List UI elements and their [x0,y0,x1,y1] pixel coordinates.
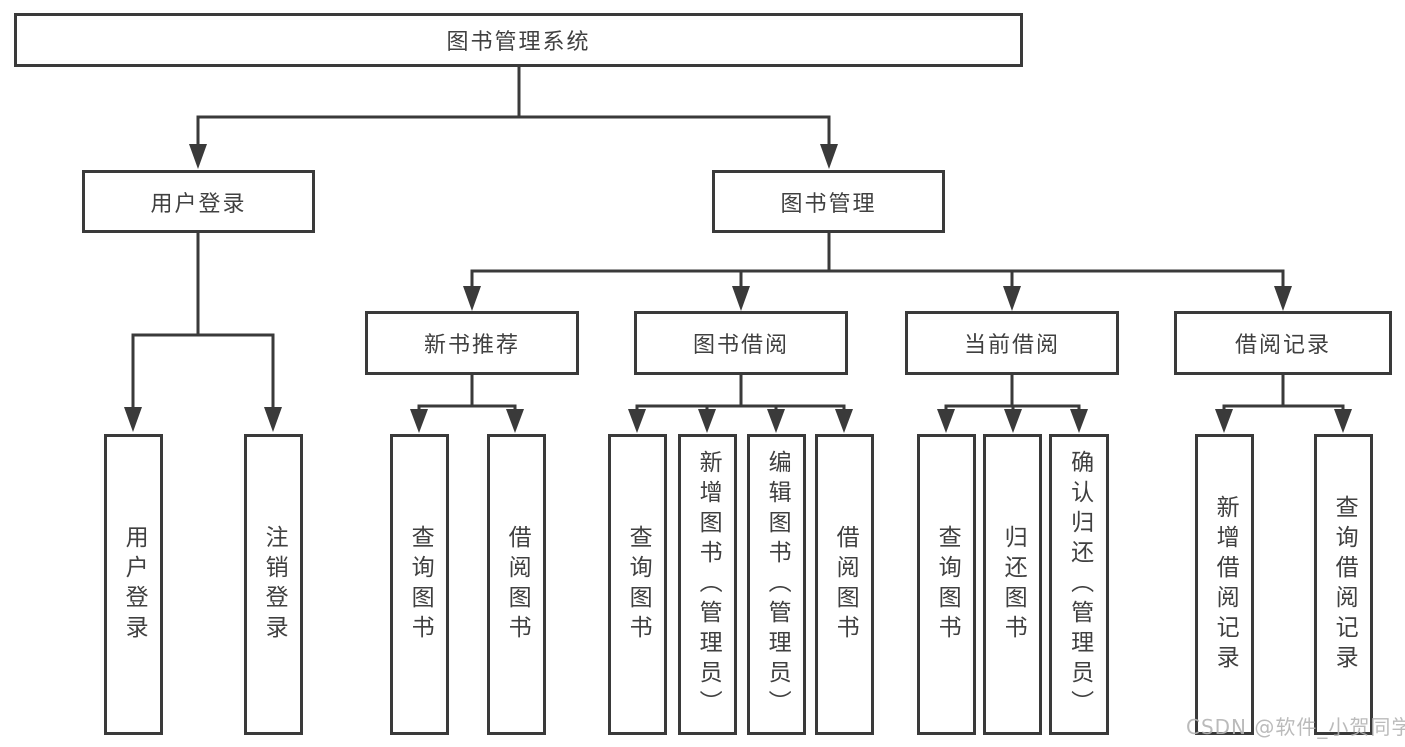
connector-book-management-to-level3 [463,231,1292,311]
arrowhead [732,286,750,311]
arrowhead [1004,409,1022,433]
node-book-management-label: 图书管理 [780,191,877,217]
node-user-login: 用户登录 [82,170,315,233]
leaf-bb-borrow-books-label: 借阅图书 [832,524,859,645]
connector-current-borrow-to-leaves [937,373,1088,433]
leaf-bb-add-book-admin-label: 新增图书（管理员） [695,449,722,720]
leaf-nbr-query-books: 查询图书 [390,434,449,735]
leaf-br-query-record: 查询借阅记录 [1314,434,1373,735]
node-book-borrow: 图书借阅 [634,311,848,375]
leaf-cb-return-books-label: 归还图书 [1000,524,1027,645]
arrowhead [463,286,481,311]
node-user-login-label: 用户登录 [150,191,247,217]
leaf-user-login-label: 用户登录 [121,524,148,645]
leaf-logout-label: 注销登录 [261,524,288,645]
leaf-cb-return-books: 归还图书 [983,434,1042,735]
arrowhead [1274,286,1292,311]
arrowhead [189,144,207,169]
leaf-bb-query-books-label: 查询图书 [625,524,652,645]
leaf-bb-borrow-books: 借阅图书 [815,434,874,735]
node-borrow-records-label: 借阅记录 [1234,333,1331,358]
arrowhead [410,409,428,433]
node-current-borrow-label: 当前借阅 [963,333,1060,358]
connector-book-borrow-to-leaves [628,373,853,433]
node-current-borrow: 当前借阅 [905,311,1119,375]
leaf-user-login: 用户登录 [104,434,163,735]
connector-borrow-records-to-leaves [1215,373,1352,433]
arrowhead [124,407,142,432]
arrowhead [937,409,955,433]
arrowhead [1334,409,1352,433]
node-root: 图书管理系统 [14,13,1023,67]
connector-root-to-level2 [189,65,838,169]
leaf-cb-query-books: 查询图书 [917,434,976,735]
connector-new-book-recommend-to-leaves [410,373,524,433]
arrowhead [506,409,524,433]
node-borrow-records: 借阅记录 [1174,311,1392,375]
node-root-label: 图书管理系统 [446,30,591,55]
leaf-cb-confirm-return-admin: 确认归还（管理员） [1049,434,1109,735]
leaf-bb-edit-book-admin-label: 编辑图书（管理员） [764,449,791,720]
leaf-br-add-record: 新增借阅记录 [1195,434,1254,735]
leaf-logout: 注销登录 [244,434,303,735]
leaf-cb-confirm-return-admin-label: 确认归还（管理员） [1066,449,1093,720]
leaf-cb-query-books-label: 查询图书 [934,524,961,645]
leaf-nbr-borrow-books-label: 借阅图书 [504,524,531,645]
arrowhead [1215,409,1233,433]
node-book-management: 图书管理 [712,170,945,233]
arrowhead [835,409,853,433]
arrowhead [1003,286,1021,311]
arrowhead [767,409,785,433]
leaf-br-add-record-label: 新增借阅记录 [1212,494,1239,675]
leaf-bb-edit-book-admin: 编辑图书（管理员） [747,434,806,735]
csdn-watermark: CSDN @软件_小贺同学 [1186,715,1405,739]
leaf-bb-query-books: 查询图书 [608,434,667,735]
arrowhead [820,144,838,169]
arrowhead [628,409,646,433]
leaf-nbr-borrow-books: 借阅图书 [487,434,546,735]
node-new-book-recommend-label: 新书推荐 [423,333,520,358]
arrowhead [264,407,282,432]
leaf-br-query-record-label: 查询借阅记录 [1331,494,1358,675]
leaf-nbr-query-books-label: 查询图书 [407,524,434,645]
leaf-bb-add-book-admin: 新增图书（管理员） [678,434,737,735]
node-new-book-recommend: 新书推荐 [365,311,579,375]
arrowhead [1070,409,1088,433]
connector-user-login-to-leaves [124,231,282,432]
node-book-borrow-label: 图书借阅 [692,333,789,358]
arrowhead [698,409,716,433]
